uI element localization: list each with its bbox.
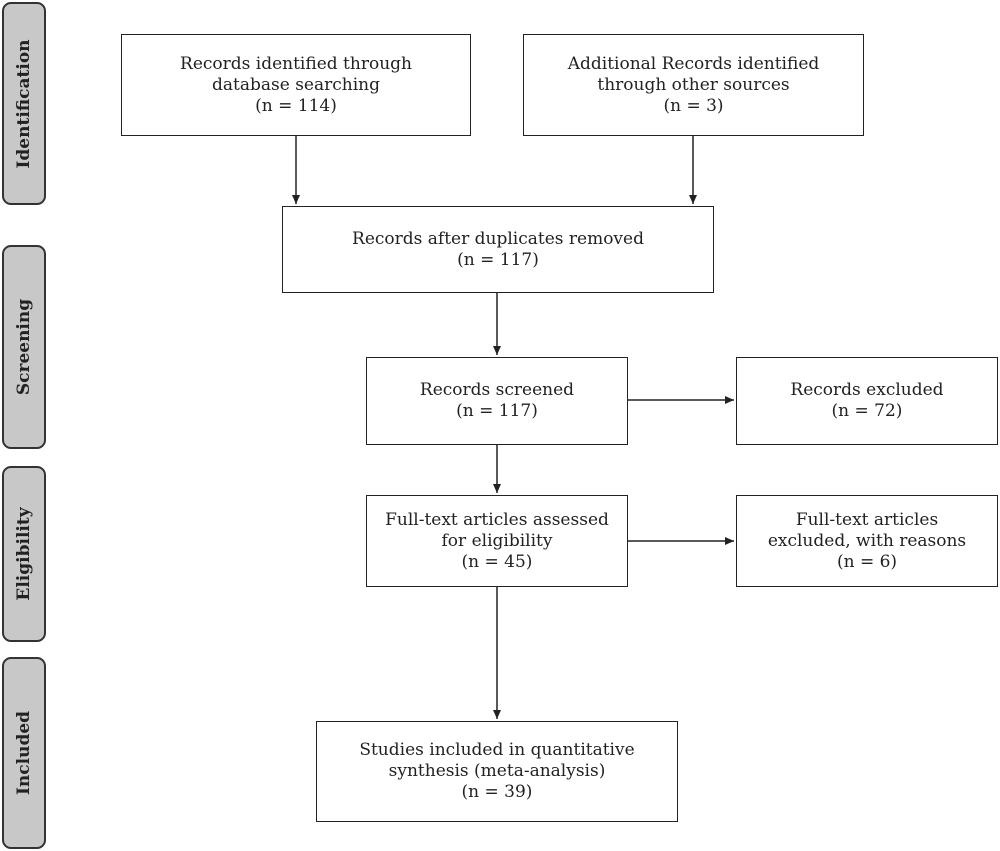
box-fulltext-excluded: Full-text articles excluded, with reason…	[736, 495, 998, 587]
box-database-records: Records identified through database sear…	[121, 34, 471, 136]
box-count: (n = 45)	[461, 551, 533, 572]
box-text-line: Records after duplicates removed	[352, 228, 644, 249]
box-fulltext-assessed: Full-text articles assessed for eligibil…	[366, 495, 628, 587]
box-records-screened: Records screened (n = 117)	[366, 357, 628, 445]
box-text-line: Records excluded	[790, 380, 944, 400]
box-text-line: Records screened	[419, 380, 575, 400]
box-count: (n = 72)	[831, 401, 903, 421]
box-count: (n = 6)	[836, 551, 898, 572]
stage-label-included-text: Included	[14, 710, 34, 796]
box-count: (n = 117)	[456, 401, 538, 421]
box-count: (n = 3)	[663, 95, 724, 116]
box-text-line: through other sources	[597, 74, 790, 95]
stage-label-screening-text: Screening	[14, 298, 34, 396]
stage-label-included: Included	[2, 657, 46, 849]
stage-label-eligibility-text: Eligibility	[14, 507, 34, 601]
box-text-line: Studies included in quantitative	[359, 740, 635, 760]
box-count: (n = 117)	[457, 249, 539, 270]
box-text-line: database searching	[212, 74, 380, 95]
box-count: (n = 39)	[461, 782, 533, 802]
box-records-excluded: Records excluded (n = 72)	[736, 357, 998, 445]
stage-label-eligibility: Eligibility	[2, 466, 46, 642]
box-text-line: Records identified through	[180, 53, 412, 74]
box-text-line: excluded, with reasons	[767, 530, 967, 551]
box-text-line: Full-text articles assessed	[385, 509, 609, 530]
box-text-line: Full-text articles	[795, 509, 939, 530]
box-count: (n = 114)	[255, 95, 337, 116]
box-included-studies: Studies included in quantitative synthes…	[316, 721, 678, 822]
stage-label-identification-text: Identification	[14, 38, 34, 169]
box-text-line: Additional Records identified	[567, 53, 820, 74]
box-text-line: synthesis (meta-analysis)	[388, 761, 606, 781]
box-after-duplicates: Records after duplicates removed (n = 11…	[282, 206, 714, 293]
stage-label-screening: Screening	[2, 245, 46, 449]
box-text-line: for eligibility	[441, 530, 553, 551]
stage-label-identification: Identification	[2, 2, 46, 205]
box-other-records: Additional Records identified through ot…	[523, 34, 864, 136]
